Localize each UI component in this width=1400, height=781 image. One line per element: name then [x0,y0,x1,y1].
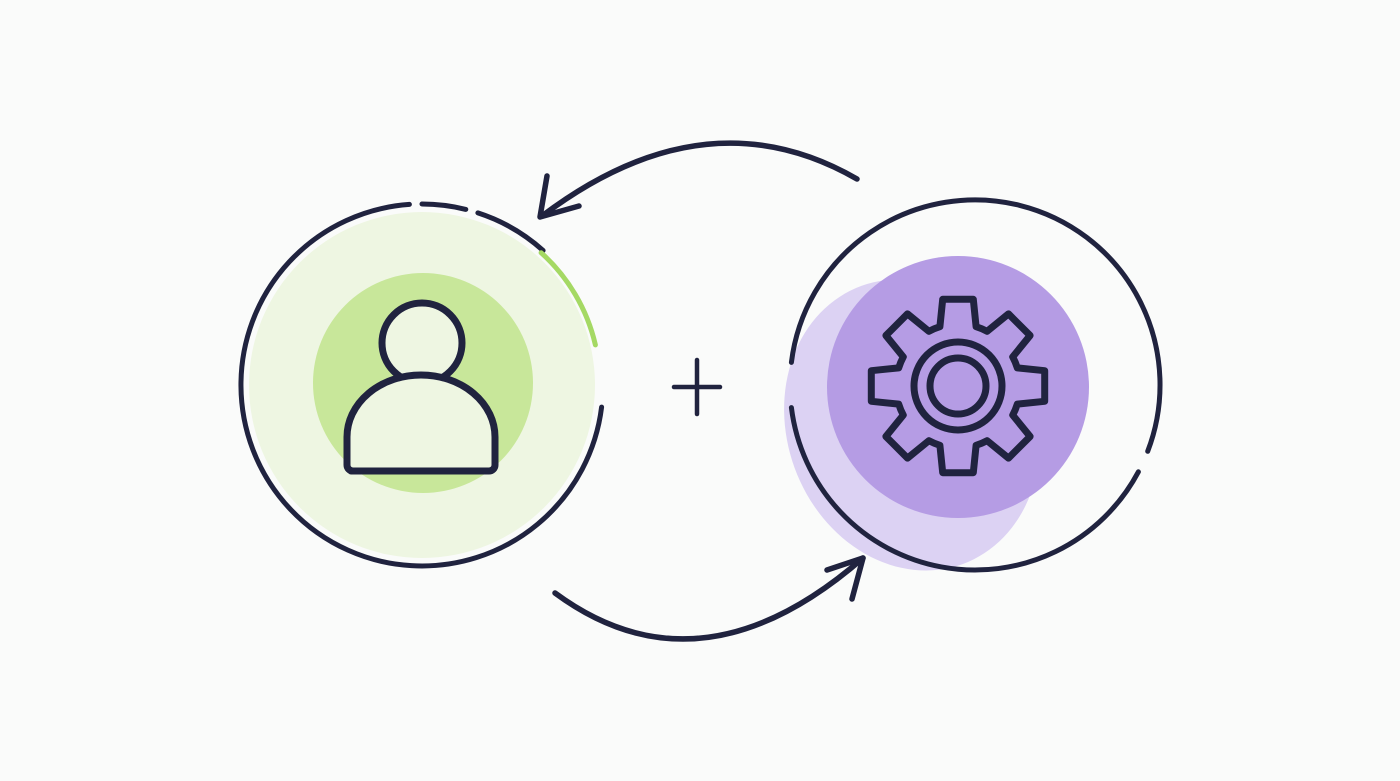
plus-icon [671,357,723,417]
user-ring-upper-right-arc [475,210,546,253]
gear-ring-main-arc [788,197,1163,454]
gear-icon [867,295,1049,477]
top-arrow-head [537,173,582,220]
bottom-arrow-shaft [552,555,866,642]
bottom-arrow-icon [552,555,866,642]
user-ring-green-arc [538,250,598,348]
user-icon [343,299,499,475]
user-bubble [238,201,605,569]
gear-ring-outline [788,197,1163,573]
bottom-arrow-head [824,555,866,602]
user-ring-outline [238,201,605,569]
gear-icon-outer-ring [910,338,1006,434]
user-ring-main-arc [238,201,605,569]
gear-bubble [784,197,1163,573]
user-icon-body [343,371,499,475]
top-arrow-shaft [539,140,860,219]
gear-icon-inner-ring [926,354,990,418]
gear-icon-teeth [867,295,1049,477]
user-icon-head [378,299,466,387]
top-arrow-icon [537,140,860,220]
gear-ring-bottom-arc [788,405,1141,573]
user-ring-dash [419,201,469,212]
